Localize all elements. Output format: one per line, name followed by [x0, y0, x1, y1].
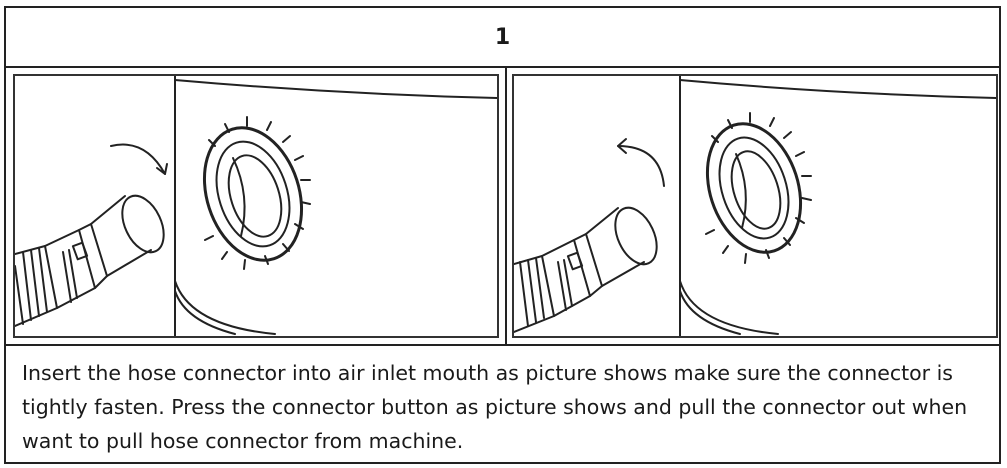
machine-bottom-curve [174, 280, 276, 335]
air-inlet-icon [202, 116, 311, 270]
illustration-row [6, 68, 999, 346]
machine-top-curve [174, 79, 497, 99]
instruction-text: Insert the hose connector into air inlet… [22, 361, 968, 453]
remove-drawing [514, 76, 996, 336]
air-inlet-icon [705, 112, 812, 264]
machine-top-curve [679, 79, 996, 99]
hose-connector-icon [514, 206, 658, 333]
hose-connector-icon [15, 194, 165, 327]
instruction-frame: 1 [4, 6, 1001, 464]
step-number: 1 [494, 24, 511, 50]
panel-divider [505, 68, 507, 344]
step-header: 1 [6, 8, 999, 68]
rotate-clockwise-arrow-icon [110, 143, 168, 175]
illustration-insert [13, 74, 499, 338]
rotate-counterclockwise-arrow-icon [617, 138, 665, 187]
illustration-remove [512, 74, 998, 338]
machine-bottom-curve [679, 280, 779, 335]
insert-drawing [15, 76, 497, 336]
